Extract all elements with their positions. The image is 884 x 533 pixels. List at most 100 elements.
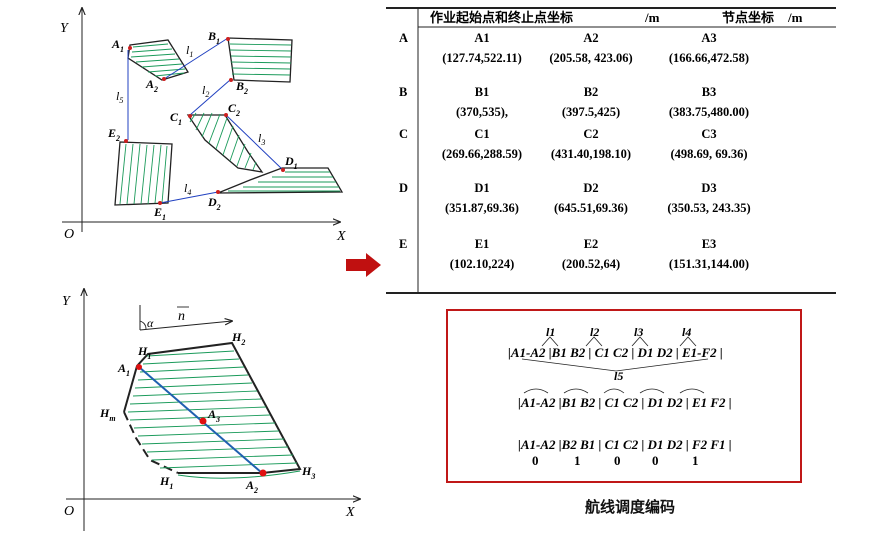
label-c1: C1 xyxy=(170,110,182,127)
label-c2: C2 xyxy=(228,101,240,118)
point-name: A1 xyxy=(474,31,489,45)
region-b xyxy=(227,37,293,83)
label-h1-bottom: H1 xyxy=(159,474,173,491)
point-e2 xyxy=(124,139,128,143)
point-name: A3 xyxy=(701,31,716,45)
point-coordinate: (166.66,472.58) xyxy=(669,51,749,65)
point-d2 xyxy=(216,190,220,194)
label-l2: l2 xyxy=(202,83,209,99)
origin-label: O xyxy=(64,227,74,242)
header-node-unit: /m xyxy=(787,10,803,25)
point-coordinate: (205.58, 423.06) xyxy=(549,51,632,65)
label-b2: B2 xyxy=(235,79,248,96)
region-c xyxy=(186,112,264,173)
label-a2: A2 xyxy=(245,478,258,495)
point-name: D1 xyxy=(474,181,489,195)
point-name: A2 xyxy=(583,31,598,45)
point-coordinate: (431.40,198.10) xyxy=(551,147,631,161)
x-axis-label: X xyxy=(336,229,346,244)
route-line-l3 xyxy=(225,114,284,171)
code-bit-5: 1 xyxy=(692,453,699,468)
point-name: B3 xyxy=(702,85,717,99)
label-h2: H2 xyxy=(231,330,245,347)
point-coordinate: (383.75,480.00) xyxy=(669,105,749,119)
point-e1 xyxy=(158,201,162,205)
point-coordinate: (102.10,224) xyxy=(450,257,515,271)
right-arrow-icon xyxy=(346,253,381,277)
point-coordinate: (645.51,69.36) xyxy=(554,201,628,215)
label-a1: A1 xyxy=(117,361,130,378)
row-label: E xyxy=(399,237,407,251)
label-l5: l5 xyxy=(116,89,123,105)
point-coordinate: (397.5,425) xyxy=(562,105,620,119)
label-h3: H3 xyxy=(301,464,315,481)
region-a xyxy=(127,39,189,81)
code-row-2: |A1-A2 |B1 B2 | C1 C2 | D1 D2 | E1 F2 | xyxy=(518,395,732,410)
point-name: C1 xyxy=(474,127,489,141)
point-a1 xyxy=(128,46,132,50)
point-coordinate: (498.69, 69.36) xyxy=(670,147,747,161)
point-c2 xyxy=(224,113,228,117)
point-coordinate: (370,535), xyxy=(456,105,508,119)
code-row-1: |A1-A2 |B1 B2 | C1 C2 | D1 D2 | E1-F2 | xyxy=(508,345,723,360)
point-name: E3 xyxy=(702,237,717,251)
point-b1 xyxy=(226,37,230,41)
code-row-3: |A1-A2 |B2 B1 | C1 C2 | D1 D2 | F2 F1 | xyxy=(518,437,732,452)
label-b1: B1 xyxy=(207,29,220,46)
direction-indicator: α n xyxy=(139,305,232,331)
point-name: C3 xyxy=(701,127,716,141)
label-d1: D1 xyxy=(284,154,298,171)
region-e xyxy=(114,141,173,206)
coding-caption: 航线调度编码 xyxy=(584,498,675,516)
label-e1: E1 xyxy=(153,205,166,222)
code-bit-4: 0 xyxy=(652,453,659,468)
point-name: B1 xyxy=(475,85,490,99)
point-coordinate: (350.53, 243.35) xyxy=(667,201,750,215)
point-name: B2 xyxy=(584,85,599,99)
point-name: E1 xyxy=(475,237,490,251)
label-e2: E2 xyxy=(107,126,120,143)
point-name: D3 xyxy=(701,181,716,195)
label-h1-top: H1 xyxy=(137,344,151,361)
label-a3: A3 xyxy=(207,407,220,424)
code-label-l4: l4 xyxy=(682,325,691,339)
label-hm: Hm xyxy=(99,406,116,423)
row-label: A xyxy=(399,31,408,45)
point-a2 xyxy=(259,469,267,477)
point-b2 xyxy=(229,78,233,82)
origin-label: O xyxy=(64,504,74,519)
code-label-l5: l5 xyxy=(614,369,623,383)
label-l1: l1 xyxy=(186,43,193,59)
route-line-l4 xyxy=(159,191,219,204)
header-start-end-unit: /m xyxy=(644,10,660,25)
point-name: C2 xyxy=(583,127,598,141)
y-axis-label: Y xyxy=(60,21,70,36)
top-diagram: Y X O xyxy=(60,0,346,244)
x-axis-label: X xyxy=(345,505,355,520)
row-label: D xyxy=(399,181,408,195)
coding-panel: l1 l2 l3 l4 |A1-A2 |B1 B2 | C1 C2 | D1 D… xyxy=(446,309,802,483)
pair-arcs xyxy=(523,388,705,394)
label-l4: l4 xyxy=(184,181,191,197)
point-a3 xyxy=(199,417,207,425)
point-d1 xyxy=(281,168,285,172)
point-a1 xyxy=(136,364,142,370)
code-label-l2: l2 xyxy=(590,325,599,339)
point-name: D2 xyxy=(583,181,598,195)
label-l3: l3 xyxy=(258,131,265,147)
y-axis-label: Y xyxy=(62,294,72,309)
point-coordinate: (351.87,69.36) xyxy=(445,201,519,215)
coding-frame xyxy=(446,309,802,483)
point-a2 xyxy=(162,77,166,81)
point-coordinate: (200.52,64) xyxy=(562,257,620,271)
row-label: C xyxy=(399,127,408,141)
code-bit-1: 0 xyxy=(532,453,539,468)
point-c1 xyxy=(188,114,192,118)
point-coordinate: (127.74,522.11) xyxy=(442,51,522,65)
alpha-label: α xyxy=(147,316,154,330)
point-coordinate: (151.31,144.00) xyxy=(669,257,749,271)
vector-n-label: n xyxy=(178,309,185,324)
bottom-diagram: Y X O α n H1 H2 A1 Hm xyxy=(62,263,370,531)
code-bit-3: 0 xyxy=(614,453,621,468)
